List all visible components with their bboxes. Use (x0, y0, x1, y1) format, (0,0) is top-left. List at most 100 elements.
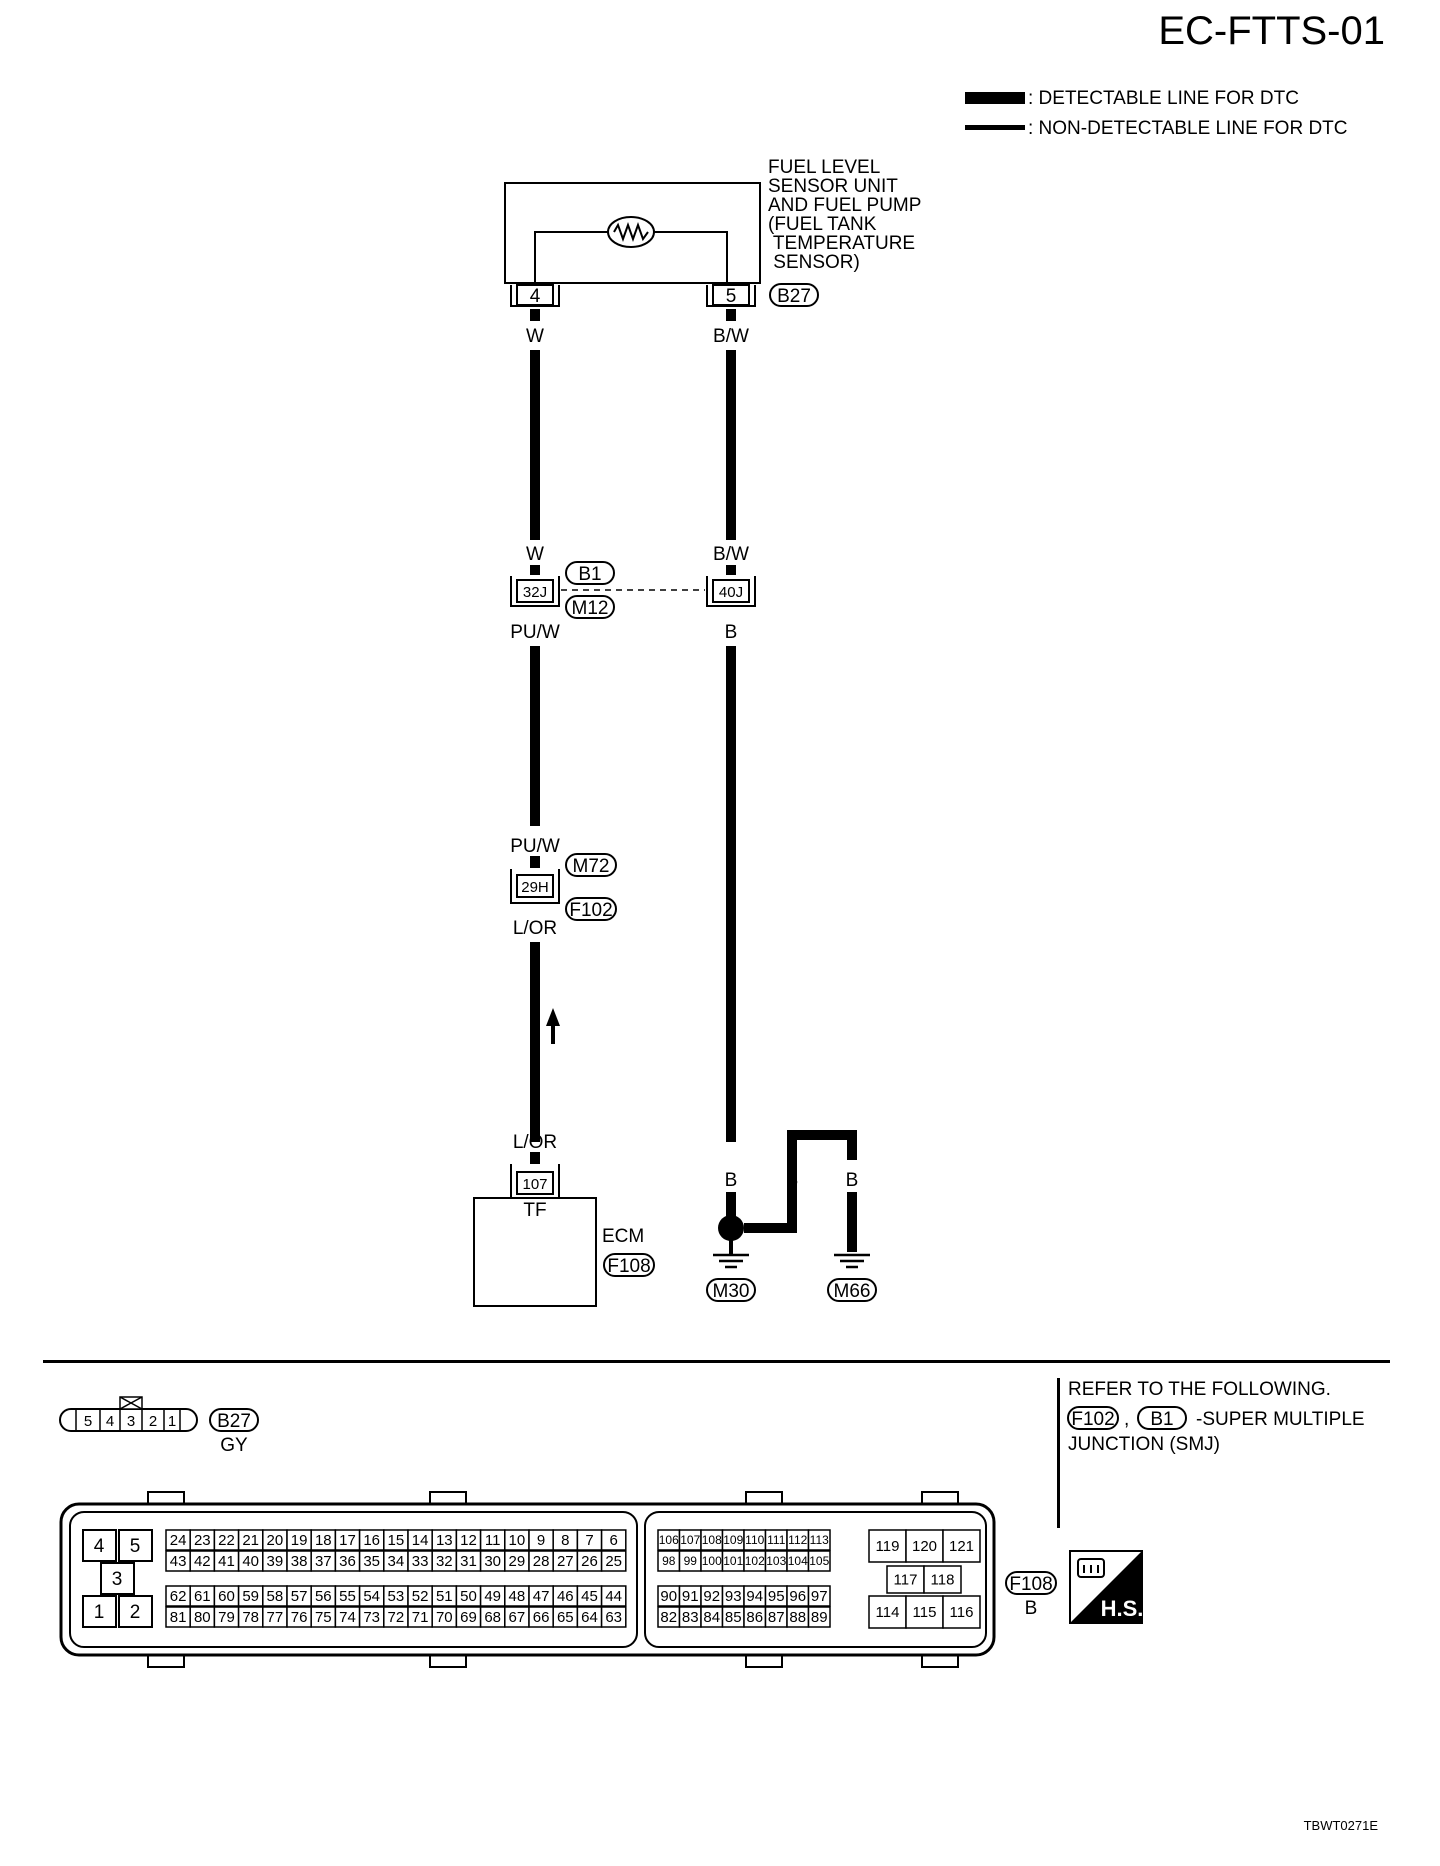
f108-pin-number: 13 (436, 1532, 453, 1549)
sensor-label-4: (FUEL TANK (768, 214, 877, 235)
f108-housing-right (644, 1511, 987, 1648)
connector-badge-f108 (603, 1253, 655, 1277)
junction-32j-bracket (510, 576, 560, 607)
f108-pin-number: 21 (242, 1532, 259, 1549)
ground-badge-m66-text: M66 (834, 1281, 871, 1302)
junction-b1-m12: 32J 40J B1 M12 (510, 561, 756, 619)
f108-pin-number: 23 (194, 1532, 211, 1549)
wire-b-branch-h2 (787, 1130, 857, 1140)
f108-pin-number: 116 (950, 1604, 974, 1621)
f108-pin-number: 41 (218, 1553, 235, 1570)
f108-pin-3-box (100, 1562, 135, 1595)
f108-pin-number: 11 (485, 1532, 501, 1549)
legend: : DETECTABLE LINE FOR DTC : NON-DETECTAB… (965, 88, 1348, 139)
wire-lor-label-bottom: L/OR (513, 1132, 557, 1153)
junction-m72-f102: 29H M72 F102 (510, 853, 617, 921)
f108-pin-number: 67 (509, 1609, 526, 1626)
f108-pin-cell (600, 1550, 627, 1572)
f108-pin-cell (807, 1550, 831, 1572)
sensor-label-3: AND FUEL PUMP (768, 195, 921, 216)
pin-box-5 (712, 284, 750, 306)
wire-w-stub-2 (530, 565, 540, 575)
f108-pin-number: 112 (788, 1533, 807, 1547)
f108-housing-outer (59, 1502, 996, 1657)
f108-pin-number: 104 (788, 1554, 808, 1568)
connector-badge-b1-text: B1 (578, 564, 601, 585)
f108-pin-5: 5 (130, 1536, 141, 1557)
f108-pin-number: 103 (766, 1554, 786, 1568)
connector-badge-m12-text: M12 (572, 598, 609, 619)
f108-pin-number: 52 (412, 1588, 429, 1605)
hs-badge: H.S. (1069, 1550, 1143, 1624)
connector-badge-m72-text: M72 (573, 856, 610, 877)
legend-thin-line (965, 125, 1025, 130)
f108-pin-number: 51 (436, 1588, 453, 1605)
f108-pin-number: 94 (746, 1588, 763, 1605)
refer-badge-b1 (1137, 1406, 1187, 1430)
f108-pin-number: 121 (949, 1538, 974, 1555)
diagram-code: EC-FTTS-01 (1158, 9, 1385, 53)
b27-pin-2: 2 (149, 1413, 157, 1430)
f108-pin-number: 78 (242, 1609, 259, 1626)
f108-pin-cell (807, 1606, 831, 1628)
f108-pin-number: 117 (894, 1572, 918, 1589)
f108-pin-number: 17 (339, 1532, 356, 1549)
f108-pin-number: 88 (789, 1609, 806, 1626)
f108-pin-cell (923, 1565, 962, 1594)
f108-pin-cell (807, 1529, 831, 1551)
f108-pin-number: 42 (194, 1553, 211, 1570)
wire-b-to-ground-m66 (847, 1192, 857, 1252)
f108-pin-number: 53 (388, 1588, 405, 1605)
sensor-label-6: SENSOR) (768, 252, 860, 273)
f108-pin-cell (807, 1585, 831, 1607)
ecm-label: ECM (602, 1226, 644, 1247)
f108-pin-number: 106 (659, 1533, 679, 1547)
f108-pin-number: 6 (610, 1532, 618, 1549)
f108-pin-number: 45 (581, 1588, 598, 1605)
f108-pin-number: 102 (745, 1554, 765, 1568)
junction-29h-bracket (510, 869, 560, 904)
f108-pin-number: 47 (533, 1588, 550, 1605)
f108-pin-number: 115 (913, 1604, 937, 1621)
f108-pin-number: 38 (291, 1553, 308, 1570)
fuel-tank-temperature-sensor: FUEL LEVEL SENSOR UNIT AND FUEL PUMP (FU… (504, 157, 921, 307)
f108-pin-number: 39 (267, 1553, 284, 1570)
f108-pin-number: 100 (702, 1554, 722, 1568)
f108-pin-number: 44 (605, 1588, 622, 1605)
f108-pin-number: 16 (363, 1532, 380, 1549)
f108-pin-number: 9 (537, 1532, 545, 1549)
f108-pin-number: 54 (363, 1588, 380, 1605)
wire-w-label-bottom: W (526, 544, 544, 565)
f108-pin-number: 71 (412, 1609, 429, 1626)
f108-pin-4: 4 (94, 1536, 105, 1557)
f108-pin-number: 37 (315, 1553, 332, 1570)
f108-pin-number: 97 (811, 1588, 828, 1605)
f108-pin-number: 32 (436, 1553, 453, 1570)
f108-pin-number: 90 (660, 1588, 677, 1605)
f108-pin-number: 7 (585, 1532, 593, 1549)
f108-pin-number: 80 (194, 1609, 211, 1626)
f108-pin-number: 65 (557, 1609, 574, 1626)
connector-badge-b27 (769, 283, 819, 307)
f108-pin-number: 79 (218, 1609, 235, 1626)
f108-pin-cell (905, 1529, 944, 1563)
f108-pin-1-box (82, 1595, 117, 1628)
refer-line-1: REFER TO THE FOLLOWING. (1068, 1379, 1331, 1400)
wire-b-branch-v2 (847, 1130, 857, 1160)
f108-pin-cell (600, 1529, 627, 1551)
f108-pin-number: 15 (388, 1532, 405, 1549)
f108-pin-cell (942, 1595, 981, 1629)
legend-detectable-text: : DETECTABLE LINE FOR DTC (1028, 88, 1299, 109)
f108-pin-number: 28 (533, 1553, 550, 1570)
f108-pin-1: 1 (94, 1602, 105, 1623)
f108-pin-cell (942, 1529, 981, 1563)
f108-pin-4-box (82, 1529, 117, 1562)
wire-puw-label-top: PU/W (510, 622, 560, 643)
wire-lor-stub (530, 1152, 540, 1164)
f108-pin-number: 74 (339, 1609, 356, 1626)
f108-pin-number: 92 (703, 1588, 720, 1605)
f108-pin-number: 35 (363, 1553, 380, 1570)
f108-pin-number: 62 (170, 1588, 187, 1605)
